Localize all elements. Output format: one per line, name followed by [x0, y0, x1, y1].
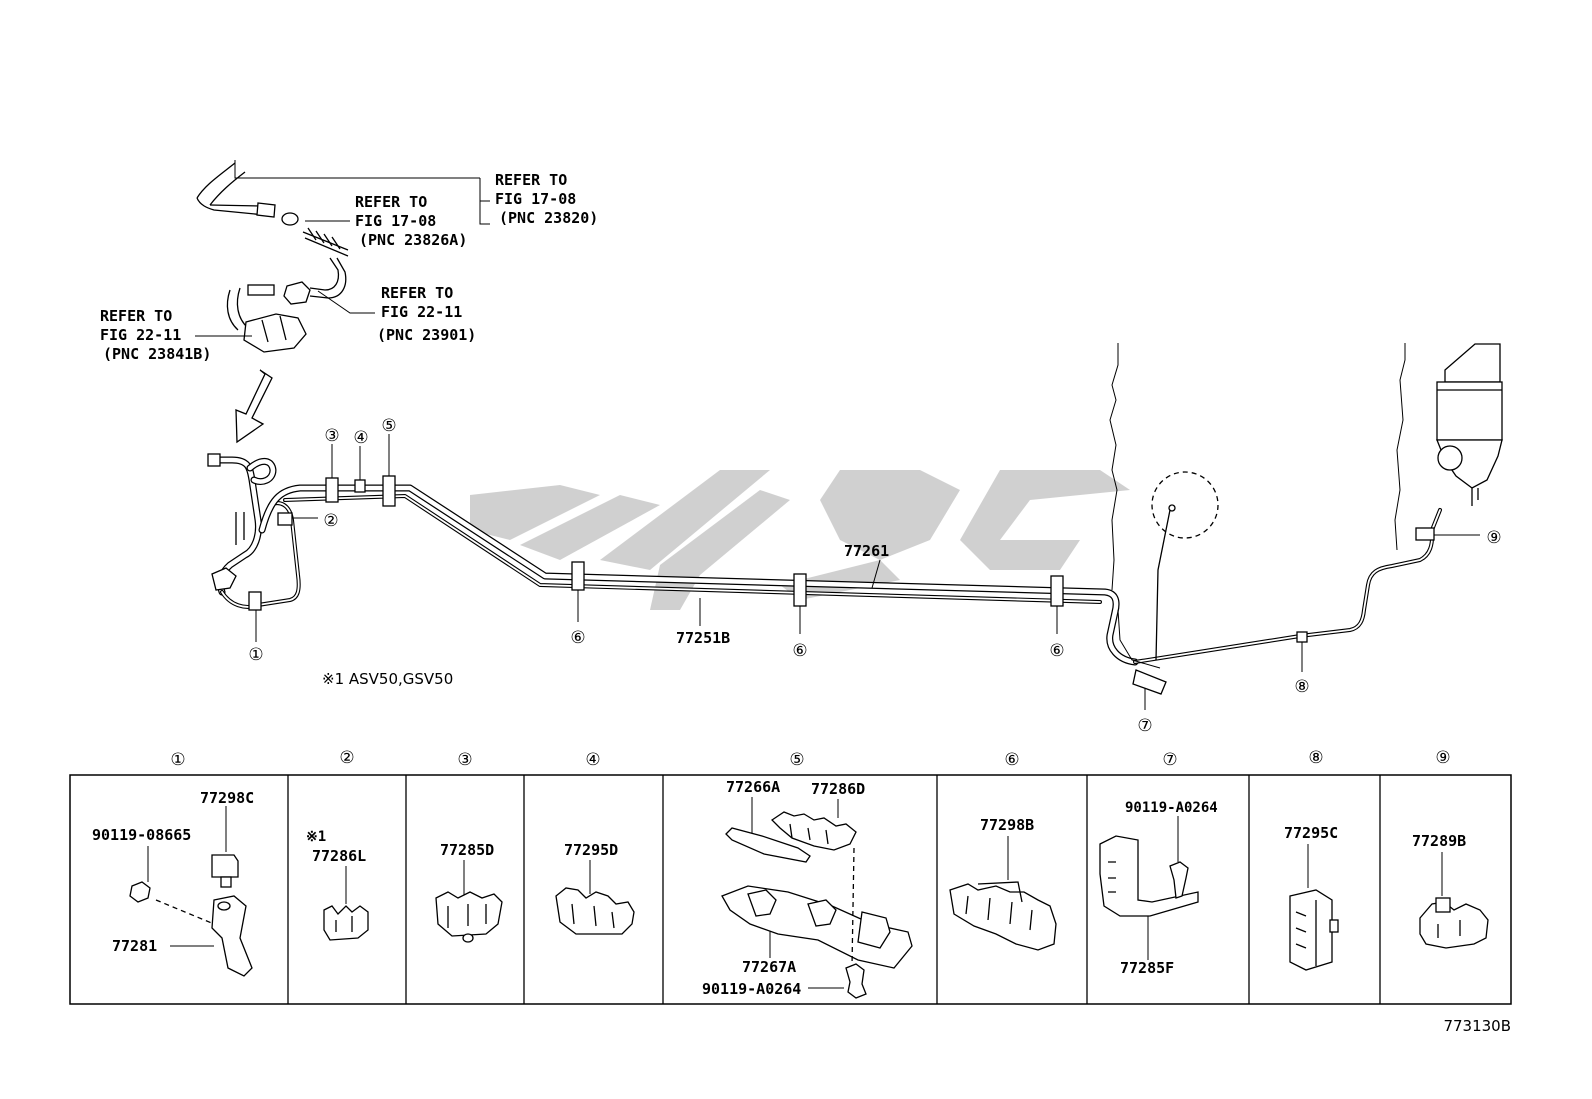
svg-text:④: ④ [585, 750, 600, 770]
svg-text:⑤: ⑤ [789, 750, 804, 770]
svg-text:77281: 77281 [112, 937, 157, 955]
variant-note: ※1 ASV50,GSV50 [322, 670, 453, 688]
svg-text:REFER TO: REFER TO [355, 193, 427, 211]
svg-text:77295D: 77295D [564, 841, 618, 859]
panel-7: 90119-A0264 77285F [1099, 800, 1218, 977]
svg-text:90119-A0264: 90119-A0264 [702, 980, 801, 998]
svg-text:77285D: 77285D [440, 841, 494, 859]
svg-text:77286L: 77286L [312, 847, 366, 865]
callout-4: ④ [353, 428, 369, 480]
svg-text:77251B: 77251B [676, 629, 730, 647]
svg-text:90119-08665: 90119-08665 [92, 826, 191, 844]
svg-text:77267A: 77267A [742, 958, 796, 976]
panel-1: 77298C 90119-08665 77281 [92, 789, 254, 977]
svg-text:⑨: ⑨ [1435, 748, 1450, 768]
part-number-77261: 77261 [844, 542, 889, 589]
svg-text:①: ① [170, 750, 185, 770]
svg-text:⑧: ⑧ [1294, 677, 1309, 697]
callout-7: ⑦ [1137, 688, 1153, 736]
svg-text:⑥: ⑥ [1049, 641, 1064, 661]
callout-2: ② [292, 511, 339, 531]
svg-text:⑨: ⑨ [1486, 528, 1501, 548]
svg-text:FIG 17-08: FIG 17-08 [355, 212, 436, 230]
svg-text:⑦: ⑦ [1162, 750, 1177, 770]
part-number-77251b: 77251B [676, 598, 730, 647]
svg-text:(PNC 23901): (PNC 23901) [377, 326, 476, 344]
refer-to-fig-17-08-pnc-23826a: REFER TO FIG 17-08 (PNC 23826A) [355, 193, 467, 249]
callout-6b: ⑥ [792, 606, 808, 661]
fuel-pipe-joint-drawing [226, 257, 347, 353]
svg-text:③: ③ [457, 750, 472, 770]
panel-6: 77298B [949, 816, 1057, 951]
refer-to-fig-22-11-pnc-23841b: REFER TO FIG 22-11 (PNC 23841B) [100, 307, 211, 363]
body-outline-right [1109, 343, 1503, 669]
svg-text:④: ④ [353, 428, 368, 448]
svg-text:⑥: ⑥ [1004, 750, 1019, 770]
svg-text:REFER TO: REFER TO [100, 307, 172, 325]
svg-text:※1: ※1 [306, 829, 326, 845]
reference-leaders [195, 160, 490, 337]
callout-6c: ⑥ [1049, 606, 1065, 661]
direction-arrow [235, 369, 273, 444]
svg-text:90119-A0264: 90119-A0264 [1125, 800, 1218, 816]
svg-text:REFER TO: REFER TO [381, 284, 453, 302]
callout-1: ① [248, 610, 264, 665]
svg-text:77298B: 77298B [980, 816, 1034, 834]
panel-headers: ① ② ③ ④ ⑤ ⑥ ⑦ ⑧ ⑨ [170, 748, 1450, 770]
svg-text:②: ② [339, 748, 354, 768]
panel-3: 77285D [435, 841, 503, 943]
callout-3: ③ [324, 426, 340, 478]
svg-text:(PNC 23826A): (PNC 23826A) [359, 231, 467, 249]
svg-text:77261: 77261 [844, 542, 889, 560]
callout-6a: ⑥ [570, 590, 586, 648]
svg-text:②: ② [323, 511, 338, 531]
svg-text:(PNC 23841B): (PNC 23841B) [103, 345, 211, 363]
panel-8: 77295C [1284, 824, 1339, 971]
svg-text:77286D: 77286D [811, 780, 865, 798]
svg-text:FIG 22-11: FIG 22-11 [381, 303, 462, 321]
callout-5: ⑤ [381, 416, 397, 476]
svg-text:(PNC 23820): (PNC 23820) [499, 209, 598, 227]
panel-4: 77295D [555, 841, 635, 935]
svg-text:⑦: ⑦ [1137, 716, 1152, 736]
panel-5: 77266A 77286D 77267A 90119-A0264 [702, 778, 913, 999]
svg-text:③: ③ [324, 426, 339, 446]
svg-text:⑥: ⑥ [570, 628, 585, 648]
svg-text:⑥: ⑥ [792, 641, 807, 661]
panel-9: 77289B [1412, 832, 1489, 949]
svg-text:①: ① [248, 645, 263, 665]
svg-text:⑤: ⑤ [381, 416, 396, 436]
callout-8: ⑧ [1294, 642, 1310, 697]
svg-text:FIG 22-11: FIG 22-11 [100, 326, 181, 344]
svg-text:77298C: 77298C [200, 789, 254, 807]
svg-text:REFER TO: REFER TO [495, 171, 567, 189]
svg-text:77289B: 77289B [1412, 832, 1466, 850]
refer-to-fig-17-08-pnc-23820: REFER TO FIG 17-08 (PNC 23820) [495, 171, 598, 227]
svg-text:77285F: 77285F [1120, 959, 1174, 977]
svg-text:FIG 17-08: FIG 17-08 [495, 190, 576, 208]
fuel-inlet-hose-drawing [196, 162, 349, 257]
callout-9: ⑨ [1434, 528, 1502, 548]
parts-table-frame [69, 774, 1512, 1005]
figure-code: 773130B [1443, 1017, 1511, 1035]
panel-2: ※1 77286L [306, 829, 369, 941]
svg-text:77295C: 77295C [1284, 824, 1338, 842]
svg-text:⑧: ⑧ [1308, 748, 1323, 768]
refer-to-fig-22-11-pnc-23901: REFER TO FIG 22-11 (PNC 23901) [377, 284, 476, 344]
svg-text:77266A: 77266A [726, 778, 780, 796]
fuel-tube-assembly [207, 453, 1442, 695]
